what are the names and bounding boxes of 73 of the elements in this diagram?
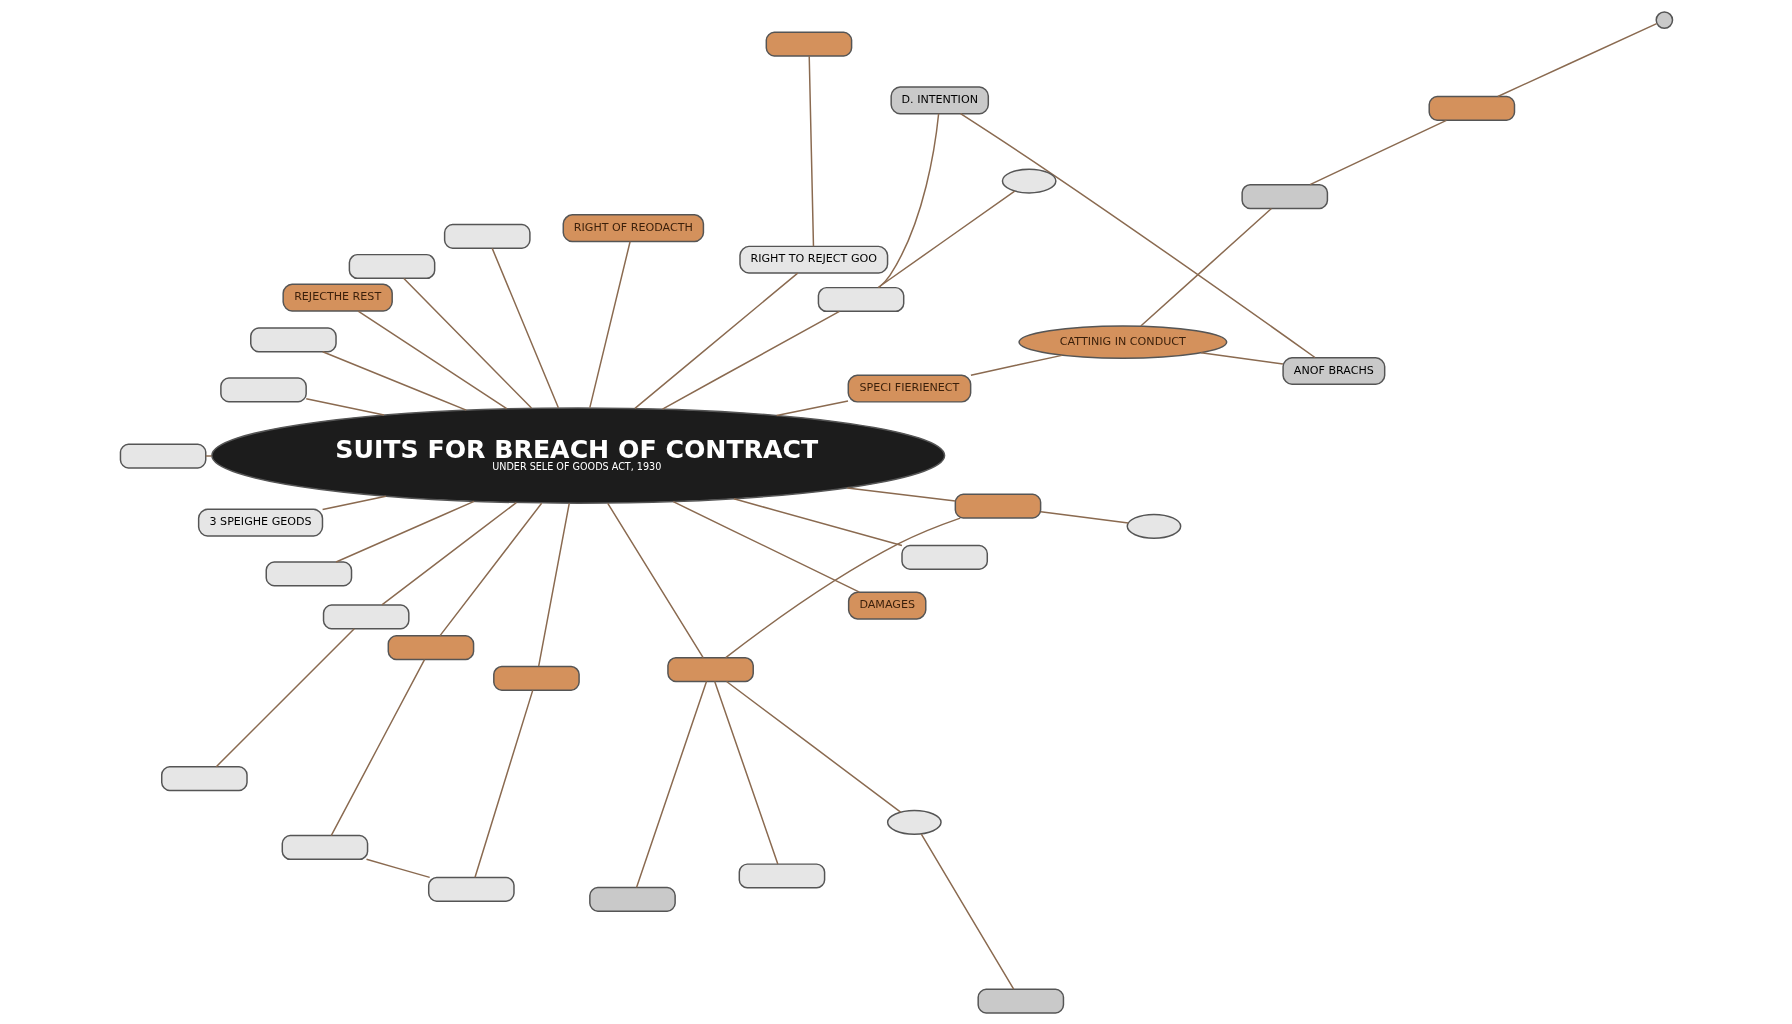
connector xyxy=(334,500,475,563)
node-ellipse xyxy=(886,809,942,835)
node-box xyxy=(588,886,676,912)
connector xyxy=(606,502,704,658)
node-box xyxy=(322,603,410,629)
node-box xyxy=(348,253,435,279)
node-box xyxy=(427,876,515,902)
node-box xyxy=(492,665,580,691)
connector xyxy=(661,310,840,410)
node-box: ANOF BRACHS xyxy=(1281,356,1385,385)
connector xyxy=(635,680,707,888)
node-box xyxy=(249,326,337,352)
connector xyxy=(321,494,387,510)
connector xyxy=(876,189,1015,288)
connector xyxy=(713,680,779,865)
connector xyxy=(808,54,814,247)
node-box xyxy=(900,544,988,570)
connector xyxy=(438,502,542,636)
connector xyxy=(588,240,631,408)
connector xyxy=(1496,22,1657,97)
connector xyxy=(491,247,559,408)
connector xyxy=(204,454,212,457)
node-ellipse: SUITS FOR BREACH OF CONTRACT UNDER SELE OF GOODS ACT, 1930 xyxy=(210,406,945,504)
node-ellipse xyxy=(1126,513,1181,539)
connector xyxy=(321,350,467,411)
node-ellipse xyxy=(1001,167,1057,194)
connector xyxy=(380,501,517,606)
node-box xyxy=(976,988,1064,1014)
connector xyxy=(846,486,956,502)
connector xyxy=(473,689,533,878)
node-box xyxy=(817,286,904,312)
node-box: RIGHT TO REJECT GOO xyxy=(738,245,888,274)
connector xyxy=(959,112,1316,358)
connector xyxy=(672,500,860,593)
node-box xyxy=(160,765,248,791)
node-box xyxy=(666,656,754,682)
connector xyxy=(1308,119,1447,185)
node-box: SPECI FIERIENECT xyxy=(847,373,971,403)
node-box: DAMAGES xyxy=(847,590,926,620)
connector xyxy=(356,309,507,409)
node-circle xyxy=(1655,10,1673,29)
node-ellipse: CATTINIG IN CONDUCT xyxy=(1017,324,1227,359)
node-box xyxy=(1240,183,1328,209)
connector xyxy=(215,627,355,767)
node-box xyxy=(1428,95,1515,121)
node-box: D. INTENTION xyxy=(889,85,989,114)
connector xyxy=(920,832,1014,990)
connector xyxy=(1139,207,1272,327)
connector xyxy=(877,112,939,288)
connector xyxy=(1039,510,1129,524)
node-box xyxy=(954,493,1041,519)
connector xyxy=(633,271,798,409)
connector xyxy=(537,502,570,667)
connector xyxy=(732,497,903,546)
node-box: RIGHT OF REODACTH xyxy=(562,213,704,242)
connector xyxy=(330,658,425,836)
connector xyxy=(725,680,901,813)
connector xyxy=(775,399,849,416)
node-box xyxy=(738,862,825,889)
connector xyxy=(305,397,385,416)
node-box xyxy=(281,834,368,860)
connector xyxy=(365,858,430,878)
node-box xyxy=(265,560,352,587)
node-box: 3 SPEIGHE GEODS xyxy=(197,508,323,537)
connector xyxy=(1199,351,1284,365)
node-box xyxy=(765,30,852,57)
node-box xyxy=(219,376,307,403)
node-box xyxy=(119,442,206,469)
connector xyxy=(969,354,1063,376)
node-box xyxy=(387,634,474,660)
node-box xyxy=(443,223,531,249)
connector xyxy=(724,516,961,658)
node-box: REJECTHE REST xyxy=(281,283,393,312)
